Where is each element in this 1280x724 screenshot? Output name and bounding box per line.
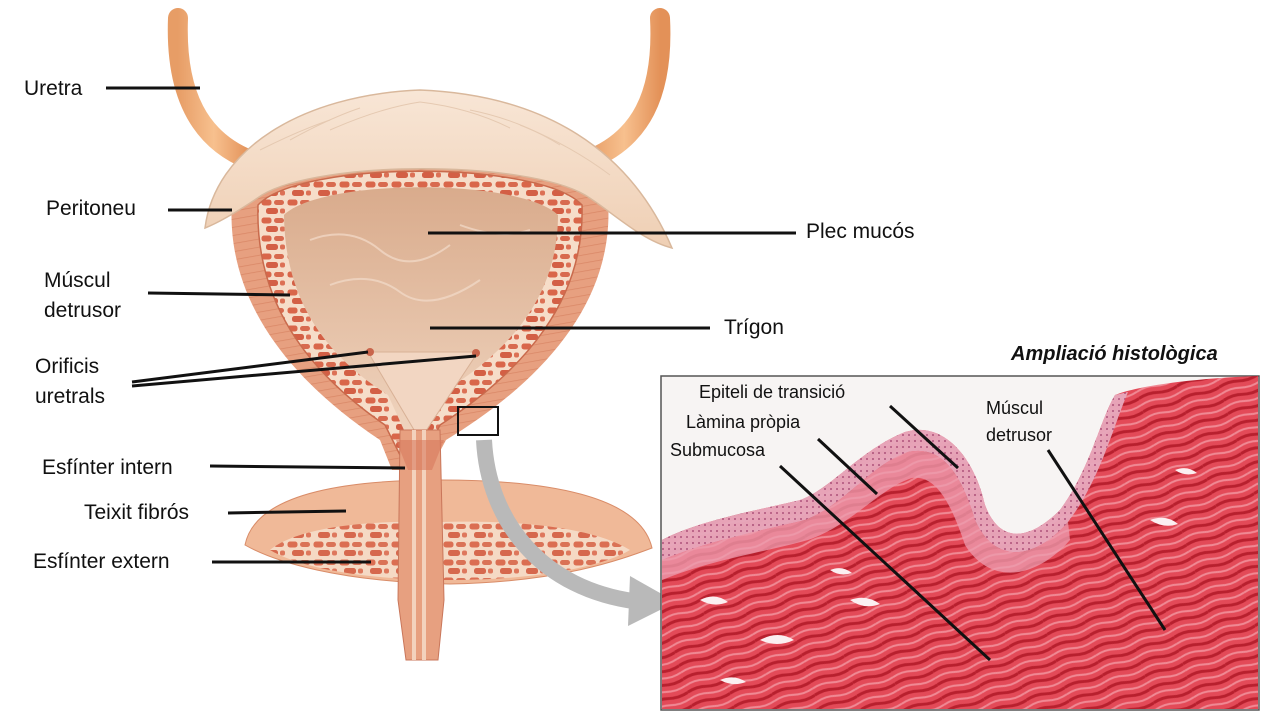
peritoneum bbox=[204, 89, 674, 250]
label-lamina: Làmina pròpia bbox=[686, 412, 801, 432]
label-esfinter-extern: Esfínter extern bbox=[33, 550, 170, 573]
label-submucosa: Submucosa bbox=[670, 440, 766, 460]
label-orificis-line2: uretrals bbox=[35, 385, 106, 408]
trigone bbox=[367, 351, 479, 441]
magnification-box bbox=[457, 406, 499, 436]
label-esfinter-intern: Esfínter intern bbox=[42, 456, 173, 479]
left-ureteral-orifice bbox=[366, 348, 374, 356]
histology-title: Ampliació histològica bbox=[1011, 343, 1218, 365]
label-uretra: Uretra bbox=[24, 77, 83, 100]
right-ureter bbox=[578, 8, 671, 170]
magnify-arrow bbox=[476, 439, 641, 610]
label-teixit-fibros: Teixit fibrós bbox=[84, 501, 190, 524]
label-muscul-histo-line1: Múscul bbox=[986, 398, 1044, 418]
internal-sphincter bbox=[396, 440, 444, 470]
leader-lines bbox=[106, 86, 796, 564]
label-orificis-line1: Orificis bbox=[35, 355, 100, 378]
label-muscul-detrusor-line1: Múscul bbox=[44, 269, 111, 292]
peritoneum-striations bbox=[259, 101, 611, 176]
histo-lamina bbox=[662, 450, 1070, 580]
left-ureter bbox=[167, 8, 260, 170]
histo-epithelium bbox=[662, 392, 1128, 560]
histo-leader-lines bbox=[778, 404, 1167, 662]
label-epiteli: Epiteli de transició bbox=[699, 382, 846, 402]
histo-tissue bbox=[662, 376, 1258, 709]
label-peritoneu: Peritoneu bbox=[46, 197, 136, 220]
label-muscul-histo-line2: detrusor bbox=[986, 425, 1053, 445]
urethra bbox=[397, 429, 445, 661]
label-plec-mucos: Plec mucós bbox=[806, 220, 915, 243]
histology-panel bbox=[660, 375, 1260, 711]
histo-gaps bbox=[700, 468, 1197, 685]
magnify-arrow-head bbox=[628, 576, 676, 626]
bladder-lumen bbox=[284, 187, 558, 430]
label-trigon: Trígon bbox=[724, 316, 784, 339]
label-muscul-detrusor-line2: detrusor bbox=[44, 299, 122, 322]
